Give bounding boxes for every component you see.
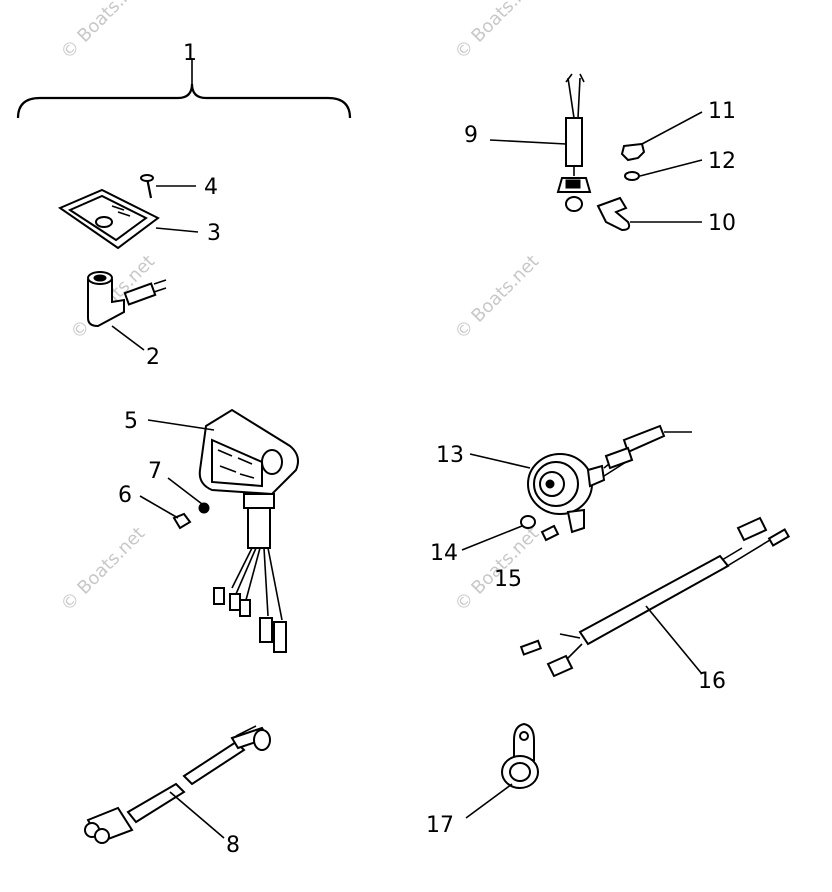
callout-15: 15 bbox=[494, 567, 522, 592]
part-washer-horn bbox=[520, 515, 536, 529]
callout-11: 11 bbox=[708, 99, 736, 124]
part-horn bbox=[527, 424, 692, 534]
part-bolt bbox=[620, 142, 646, 162]
watermark: © Boats.net bbox=[57, 0, 149, 64]
part-screw bbox=[140, 174, 154, 199]
callout-9: 9 bbox=[464, 123, 478, 148]
part-cover-plate bbox=[57, 188, 160, 250]
part-screw-horn bbox=[540, 524, 560, 542]
assembly-bracket bbox=[16, 58, 352, 119]
callout-10: 10 bbox=[708, 211, 736, 236]
part-switch bbox=[87, 271, 167, 328]
part-harness bbox=[84, 725, 271, 844]
part-bracket bbox=[596, 196, 631, 232]
part-bolt-small bbox=[172, 512, 192, 530]
part-washer bbox=[624, 171, 640, 181]
watermark: © Boats.net bbox=[451, 0, 543, 64]
callout-8: 8 bbox=[226, 833, 240, 858]
watermark: © Boats.net bbox=[57, 523, 149, 615]
part-nut bbox=[198, 502, 210, 514]
callout-6: 6 bbox=[118, 483, 132, 508]
callout-13: 13 bbox=[436, 443, 464, 468]
part-sensor-assembly bbox=[556, 73, 592, 212]
callout-1: 1 bbox=[183, 41, 197, 66]
watermarks: © Boats.net © Boats.net © Boats.net © Bo… bbox=[57, 0, 543, 616]
callout-4: 4 bbox=[204, 175, 218, 200]
callout-3: 3 bbox=[207, 221, 221, 246]
part-lead-wire bbox=[519, 516, 791, 678]
callout-7: 7 bbox=[148, 459, 162, 484]
callout-labels: 1 2 3 4 5 6 7 8 9 10 11 12 13 14 15 16 1… bbox=[118, 41, 736, 858]
callout-14: 14 bbox=[430, 541, 458, 566]
callout-12: 12 bbox=[708, 149, 736, 174]
callout-2: 2 bbox=[146, 345, 160, 370]
part-clamp bbox=[501, 722, 539, 789]
part-warning-unit bbox=[198, 408, 299, 653]
callout-17: 17 bbox=[426, 813, 454, 838]
callout-16: 16 bbox=[698, 669, 726, 694]
watermark: © Boats.net bbox=[451, 251, 543, 343]
callout-5: 5 bbox=[124, 409, 138, 434]
